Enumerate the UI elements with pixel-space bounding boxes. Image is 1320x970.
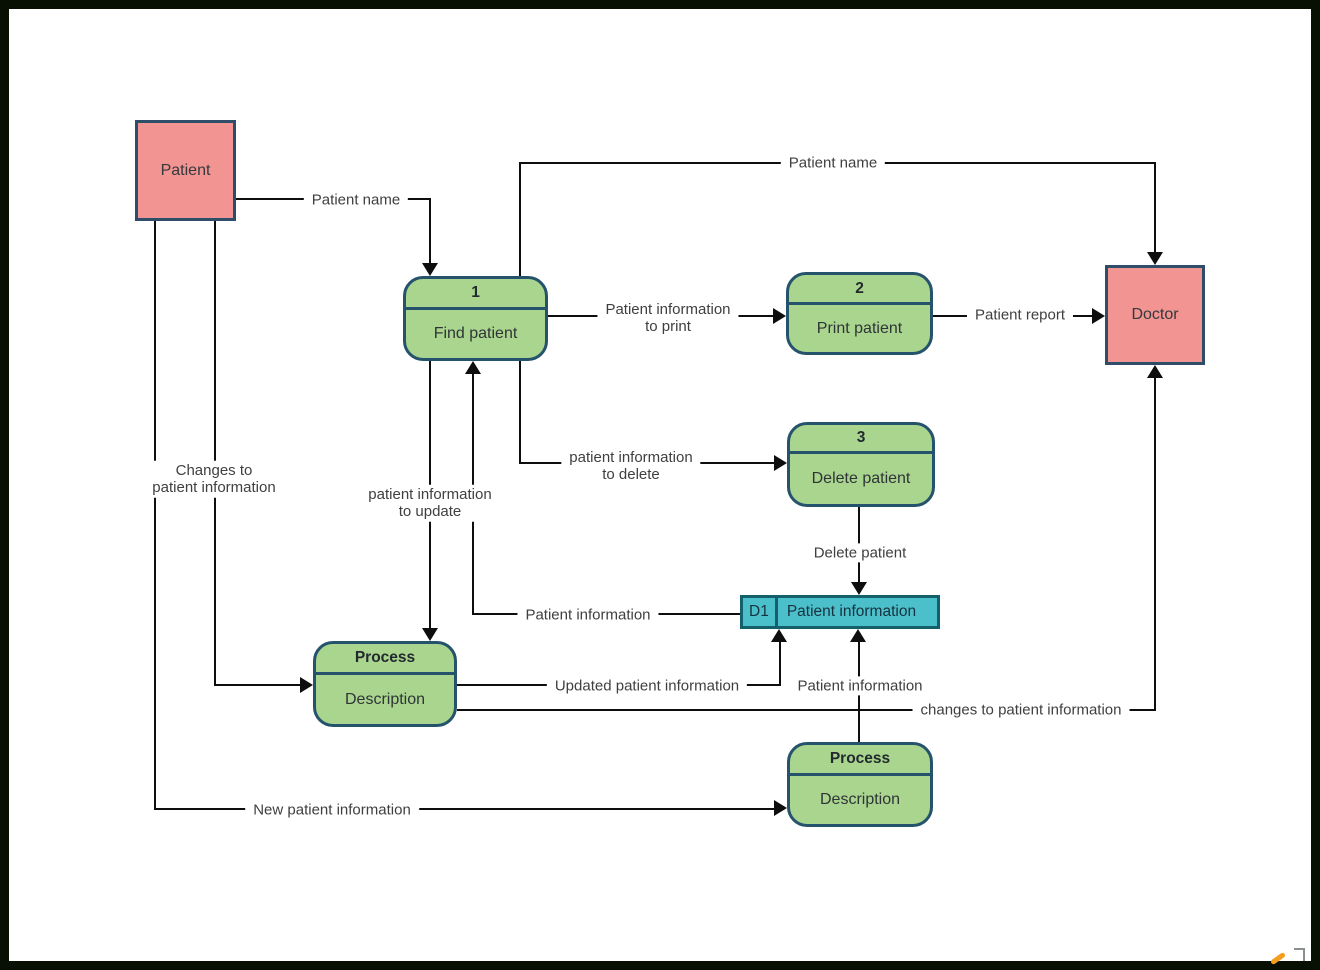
process-delete-patient-label: Delete patient: [811, 470, 911, 487]
arrowhead-into-process1-left: [300, 677, 313, 693]
process-add-label: Description: [819, 791, 901, 808]
process-find-patient[interactable]: 1 Find patient: [403, 276, 548, 361]
flow-label-info-to-print: Patient information to print: [597, 299, 739, 337]
flow-label-changes-to-info: Changes to patient information: [144, 460, 284, 498]
process-update-description[interactable]: Process Description: [313, 641, 457, 727]
flow-label-patient-name: Patient name: [303, 190, 409, 210]
process-add-description[interactable]: Process Description: [787, 742, 933, 827]
process-print-patient-label: Print patient: [816, 319, 903, 337]
arrowhead-into-process2-left: [774, 800, 787, 816]
process-print-patient[interactable]: 2 Print patient: [786, 272, 933, 355]
process-print-patient-id: 2: [789, 275, 930, 305]
flow-label-new-info: New patient information: [245, 800, 419, 820]
arrowhead-into-d1-bottom-left: [771, 629, 787, 642]
watermark-logo-icon: [1270, 951, 1286, 966]
flow-line-patient-name-v: [429, 198, 431, 266]
flow-line-topname-v2: [1154, 162, 1156, 254]
arrowhead-into-d1-top: [851, 582, 867, 595]
flow-label-patient-report: Patient report: [966, 305, 1074, 325]
process-delete-patient-id: 3: [790, 425, 932, 454]
entity-doctor-label: Doctor: [1131, 306, 1179, 323]
flow-line-topname-v1: [519, 162, 521, 277]
arrowhead-into-d1-bottom-right: [850, 629, 866, 642]
flow-label-patient-information: Patient information: [517, 605, 659, 625]
process-find-patient-label: Find patient: [433, 325, 518, 342]
process-update-label: Description: [344, 690, 426, 708]
entity-doctor[interactable]: Doctor: [1105, 265, 1205, 365]
flow-line-updated-v: [779, 640, 781, 686]
arrowhead-into-doctor-bottom: [1147, 365, 1163, 378]
datastore-d1[interactable]: D1 Patient information: [740, 595, 940, 629]
flow-label-patient-information-2: Patient information: [789, 676, 931, 696]
datastore-d1-label: Patient information: [786, 603, 917, 620]
flow-line-changes-v: [214, 221, 216, 685]
flow-label-info-to-update: patient information to update: [360, 484, 500, 522]
arrowhead-into-doctor-left: [1092, 308, 1105, 324]
flow-line-delete-v: [519, 361, 521, 464]
datastore-d1-id: D1: [743, 598, 778, 626]
flow-line-new-h: [154, 808, 776, 810]
process-update-id: Process: [316, 644, 454, 675]
watermark-fragment-icon: [1294, 948, 1305, 961]
process-delete-patient[interactable]: 3 Delete patient: [787, 422, 935, 507]
flow-line-lower-changes-v: [1154, 376, 1156, 711]
flow-line-new-v: [154, 221, 156, 810]
flow-line-changes-h: [214, 684, 302, 686]
entity-patient[interactable]: Patient: [135, 120, 236, 221]
arrowhead-into-find-top: [422, 263, 438, 276]
flow-label-changes-to-info-2: changes to patient information: [912, 700, 1130, 720]
flow-label-delete-patient: Delete patient: [805, 543, 915, 563]
arrowhead-into-print: [773, 308, 786, 324]
flow-label-patient-name-top: Patient name: [780, 153, 886, 173]
flow-label-updated-info: Updated patient information: [546, 676, 748, 696]
flow-label-info-to-delete: patient information to delete: [561, 447, 701, 485]
arrowhead-into-find-bottom: [465, 361, 481, 374]
arrowhead-into-doctor-top: [1147, 252, 1163, 265]
process-add-id: Process: [790, 745, 930, 776]
flow-line-lower-changes-h: [457, 709, 1155, 711]
entity-patient-label: Patient: [160, 161, 211, 179]
arrowhead-into-delete: [774, 455, 787, 471]
arrowhead-into-process1-top: [422, 628, 438, 641]
process-find-patient-id: 1: [406, 279, 545, 310]
